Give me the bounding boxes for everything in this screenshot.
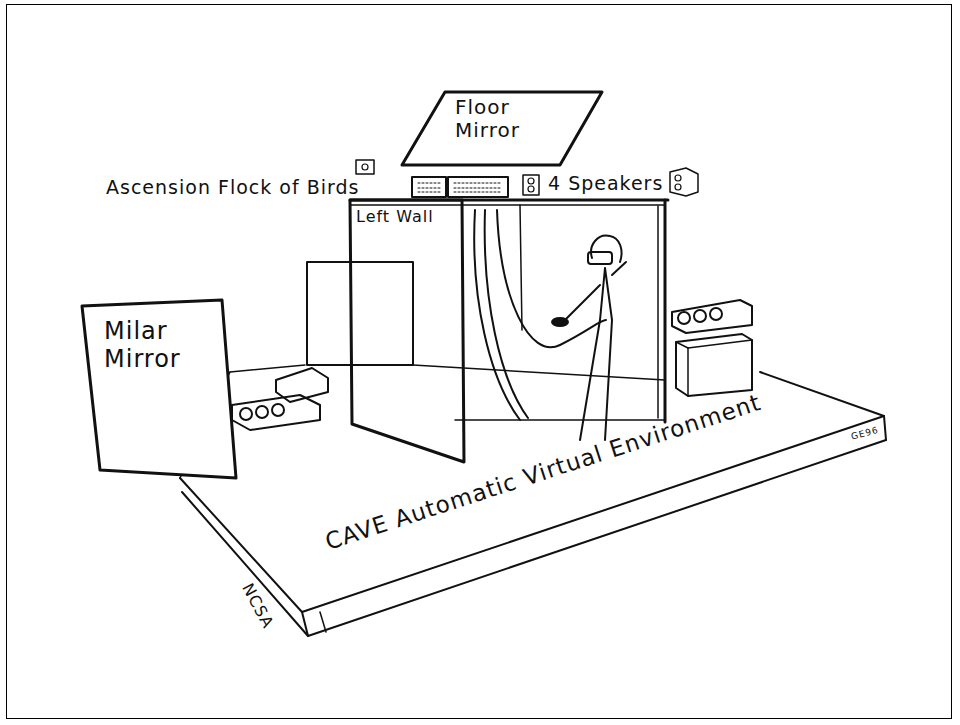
organization-label: NCSA: [238, 580, 278, 632]
tracker-box: [448, 177, 508, 197]
stand-edge: [688, 340, 752, 348]
speaker-cone: [675, 175, 681, 181]
node-outline: [346, 196, 470, 466]
platform-back-right: [760, 372, 884, 416]
stand-edge: [676, 342, 688, 348]
room-back-floor: [230, 365, 305, 372]
cable: [497, 210, 606, 347]
projector-stand: [676, 334, 752, 396]
projector-lens: [710, 308, 722, 320]
platform-corner-mark: [320, 612, 326, 632]
component-label: Ascension Flock of Birds: [106, 176, 359, 198]
projector-lens: [240, 408, 252, 420]
stand-edge: [687, 348, 689, 396]
stereo-glasses: [588, 252, 612, 264]
node-text: Left Wall: [356, 208, 456, 226]
tracker-grille: [418, 183, 502, 192]
projector-body: [672, 300, 752, 333]
outline-shape: [402, 92, 602, 165]
cable: [474, 210, 520, 420]
speaker: [523, 175, 539, 195]
wand: [552, 318, 568, 326]
projector-lens: [272, 404, 284, 416]
outline-shape: [350, 200, 464, 462]
bird-sensor-dot: [362, 164, 368, 170]
frame-right-post-inner: [657, 206, 659, 418]
platform-front-corner: [302, 612, 308, 636]
node-text: Floor Mirror: [455, 96, 565, 142]
speaker-cone: [528, 178, 534, 184]
node-text: Milar Mirror: [104, 318, 214, 373]
platform-right-edge: [884, 416, 886, 440]
projector: [672, 300, 752, 396]
milar-mirror: Milar Mirror: [80, 298, 240, 483]
user-head: [591, 236, 621, 262]
cable: [485, 210, 528, 418]
frame-right-post: [664, 200, 667, 422]
user-body: [565, 268, 612, 440]
platform-top-edge: [180, 416, 884, 612]
projector-lens: [678, 312, 690, 324]
front-screen-edge: [520, 205, 522, 330]
cave-floor-front: [455, 419, 665, 421]
signature: GE96: [850, 425, 880, 442]
bird-sensor: [356, 160, 374, 174]
speaker: [670, 168, 698, 196]
projector-body: [232, 395, 320, 430]
tracker-box: [412, 177, 446, 197]
projector-lens: [256, 406, 268, 418]
floor-mirror: Floor Mirror: [400, 88, 605, 168]
user-figure: [552, 236, 626, 440]
outline-shape: [82, 300, 236, 478]
component-label: 4 Speakers: [548, 172, 663, 194]
left-wall: Left Wall: [346, 196, 470, 466]
user-arm: [612, 262, 626, 275]
speaker-cone: [675, 184, 681, 190]
projector-lens: [694, 310, 706, 322]
speaker-cone: [528, 186, 534, 192]
projector: [232, 368, 328, 430]
projector-mirror-unit: [276, 368, 328, 402]
